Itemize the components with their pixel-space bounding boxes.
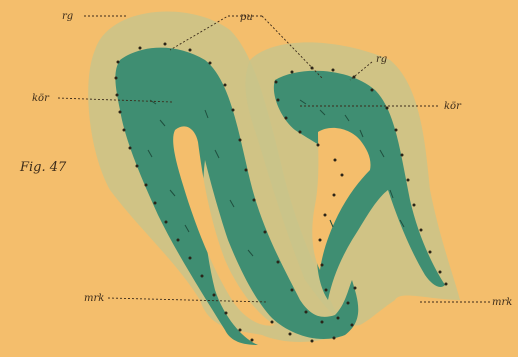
label-kor-left: kör bbox=[32, 93, 50, 104]
right-tooth-stipple bbox=[274, 66, 448, 292]
label-kor-right: kör bbox=[444, 101, 462, 112]
right-pulp-canal bbox=[312, 127, 371, 271]
left-tooth-stipple bbox=[114, 42, 357, 343]
label-rg-right: rg bbox=[376, 54, 387, 65]
label-pu: pu bbox=[240, 12, 253, 23]
label-mrk-right: mrk bbox=[492, 297, 512, 308]
right-tooth-dentin bbox=[273, 70, 445, 301]
dentin-tubule-marks bbox=[147, 99, 405, 257]
figure-label: Fig. 47 bbox=[19, 160, 67, 175]
label-rg-left: rg bbox=[62, 11, 73, 22]
left-pulp-canal bbox=[173, 126, 275, 326]
leader-lines bbox=[57, 15, 490, 303]
label-mrk-left: mrk bbox=[84, 293, 104, 304]
left-tooth-dentin bbox=[115, 47, 359, 345]
